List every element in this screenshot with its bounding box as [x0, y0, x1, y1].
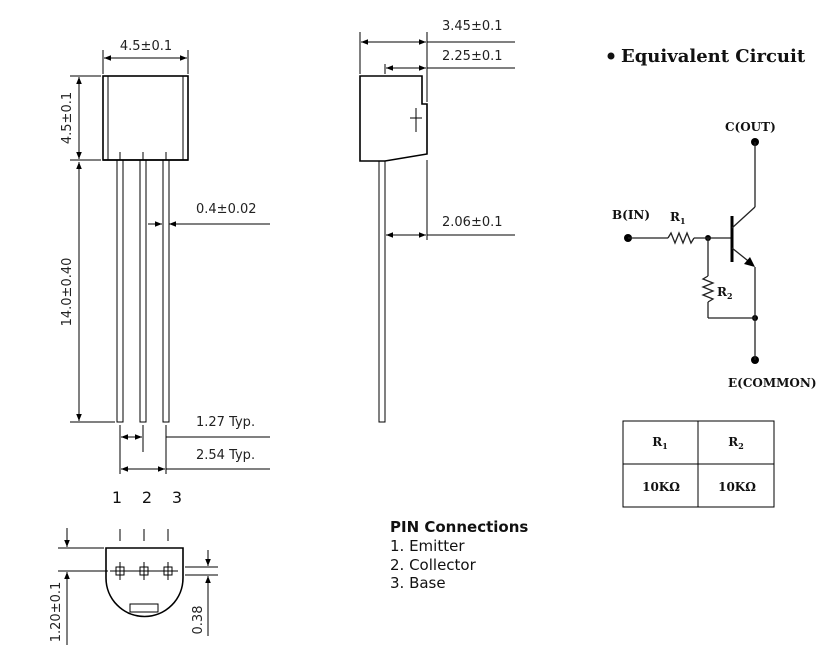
table-header-r2: R2	[728, 435, 744, 451]
lead-side	[378, 160, 386, 423]
pin-connection-1: 1. Emitter	[390, 537, 465, 555]
pin-number-3: 3	[172, 488, 182, 507]
collector-label: C(OUT)	[725, 120, 776, 134]
table-header-r1: R1	[652, 435, 668, 451]
dim-body-width: 4.5±0.1	[120, 39, 172, 54]
resistor-r2	[701, 275, 715, 303]
resistor-table: R1 R2 10KΩ 10KΩ	[622, 420, 775, 508]
leads-front	[116, 152, 170, 423]
dim-lead-length: 14.0±0.40	[60, 258, 75, 327]
dim-side-depth: 3.45±0.1	[442, 19, 503, 34]
emitter-label: E(COMMON)	[728, 376, 817, 390]
resistor-r1	[667, 231, 695, 245]
bottom-view: 1.20±0.1 0.38	[49, 528, 218, 645]
pin-number-1: 1	[112, 488, 122, 507]
dim-span: 2.54 Typ.	[196, 448, 255, 463]
equivalent-circuit: Equivalent Circuit C(OUT) B(IN) E(COMMON…	[607, 46, 817, 508]
dim-bottom-height: 1.20±0.1	[49, 582, 64, 643]
dim-pitch: 1.27 Typ.	[196, 415, 255, 430]
package-body-front	[102, 75, 189, 161]
dim-body-height: 4.5±0.1	[60, 92, 75, 144]
pin-number-2: 2	[142, 488, 152, 507]
r2-label: R2	[717, 285, 733, 301]
dim-bottom-flat: 0.38	[191, 606, 206, 635]
table-value-r1: 10KΩ	[642, 480, 680, 494]
bullet-icon	[607, 52, 615, 60]
pin-connection-3: 3. Base	[390, 574, 446, 592]
pin-connection-2: 2. Collector	[390, 556, 477, 574]
dim-lead-width: 0.4±0.02	[196, 202, 257, 217]
equivalent-circuit-title: Equivalent Circuit	[621, 46, 806, 67]
dim-side-step: 2.25±0.1	[442, 49, 503, 64]
dim-side-lead-offset: 2.06±0.1	[442, 215, 503, 230]
table-value-r2: 10KΩ	[718, 480, 756, 494]
base-label: B(IN)	[612, 208, 650, 222]
package-outline-bottom	[105, 547, 184, 618]
package-body-side	[359, 75, 428, 162]
r1-label: R1	[670, 210, 686, 226]
side-view: 3.45±0.1 2.25±0.1 2.06±0.1	[359, 19, 515, 423]
pin-connections-title: PIN Connections	[390, 518, 528, 536]
pin-connections: PIN Connections 1. Emitter 2. Collector …	[390, 518, 528, 592]
front-view: 4.5±0.1 4.5±0.1 14.0±0.40 0.4±0.02 1.27 …	[60, 39, 270, 507]
